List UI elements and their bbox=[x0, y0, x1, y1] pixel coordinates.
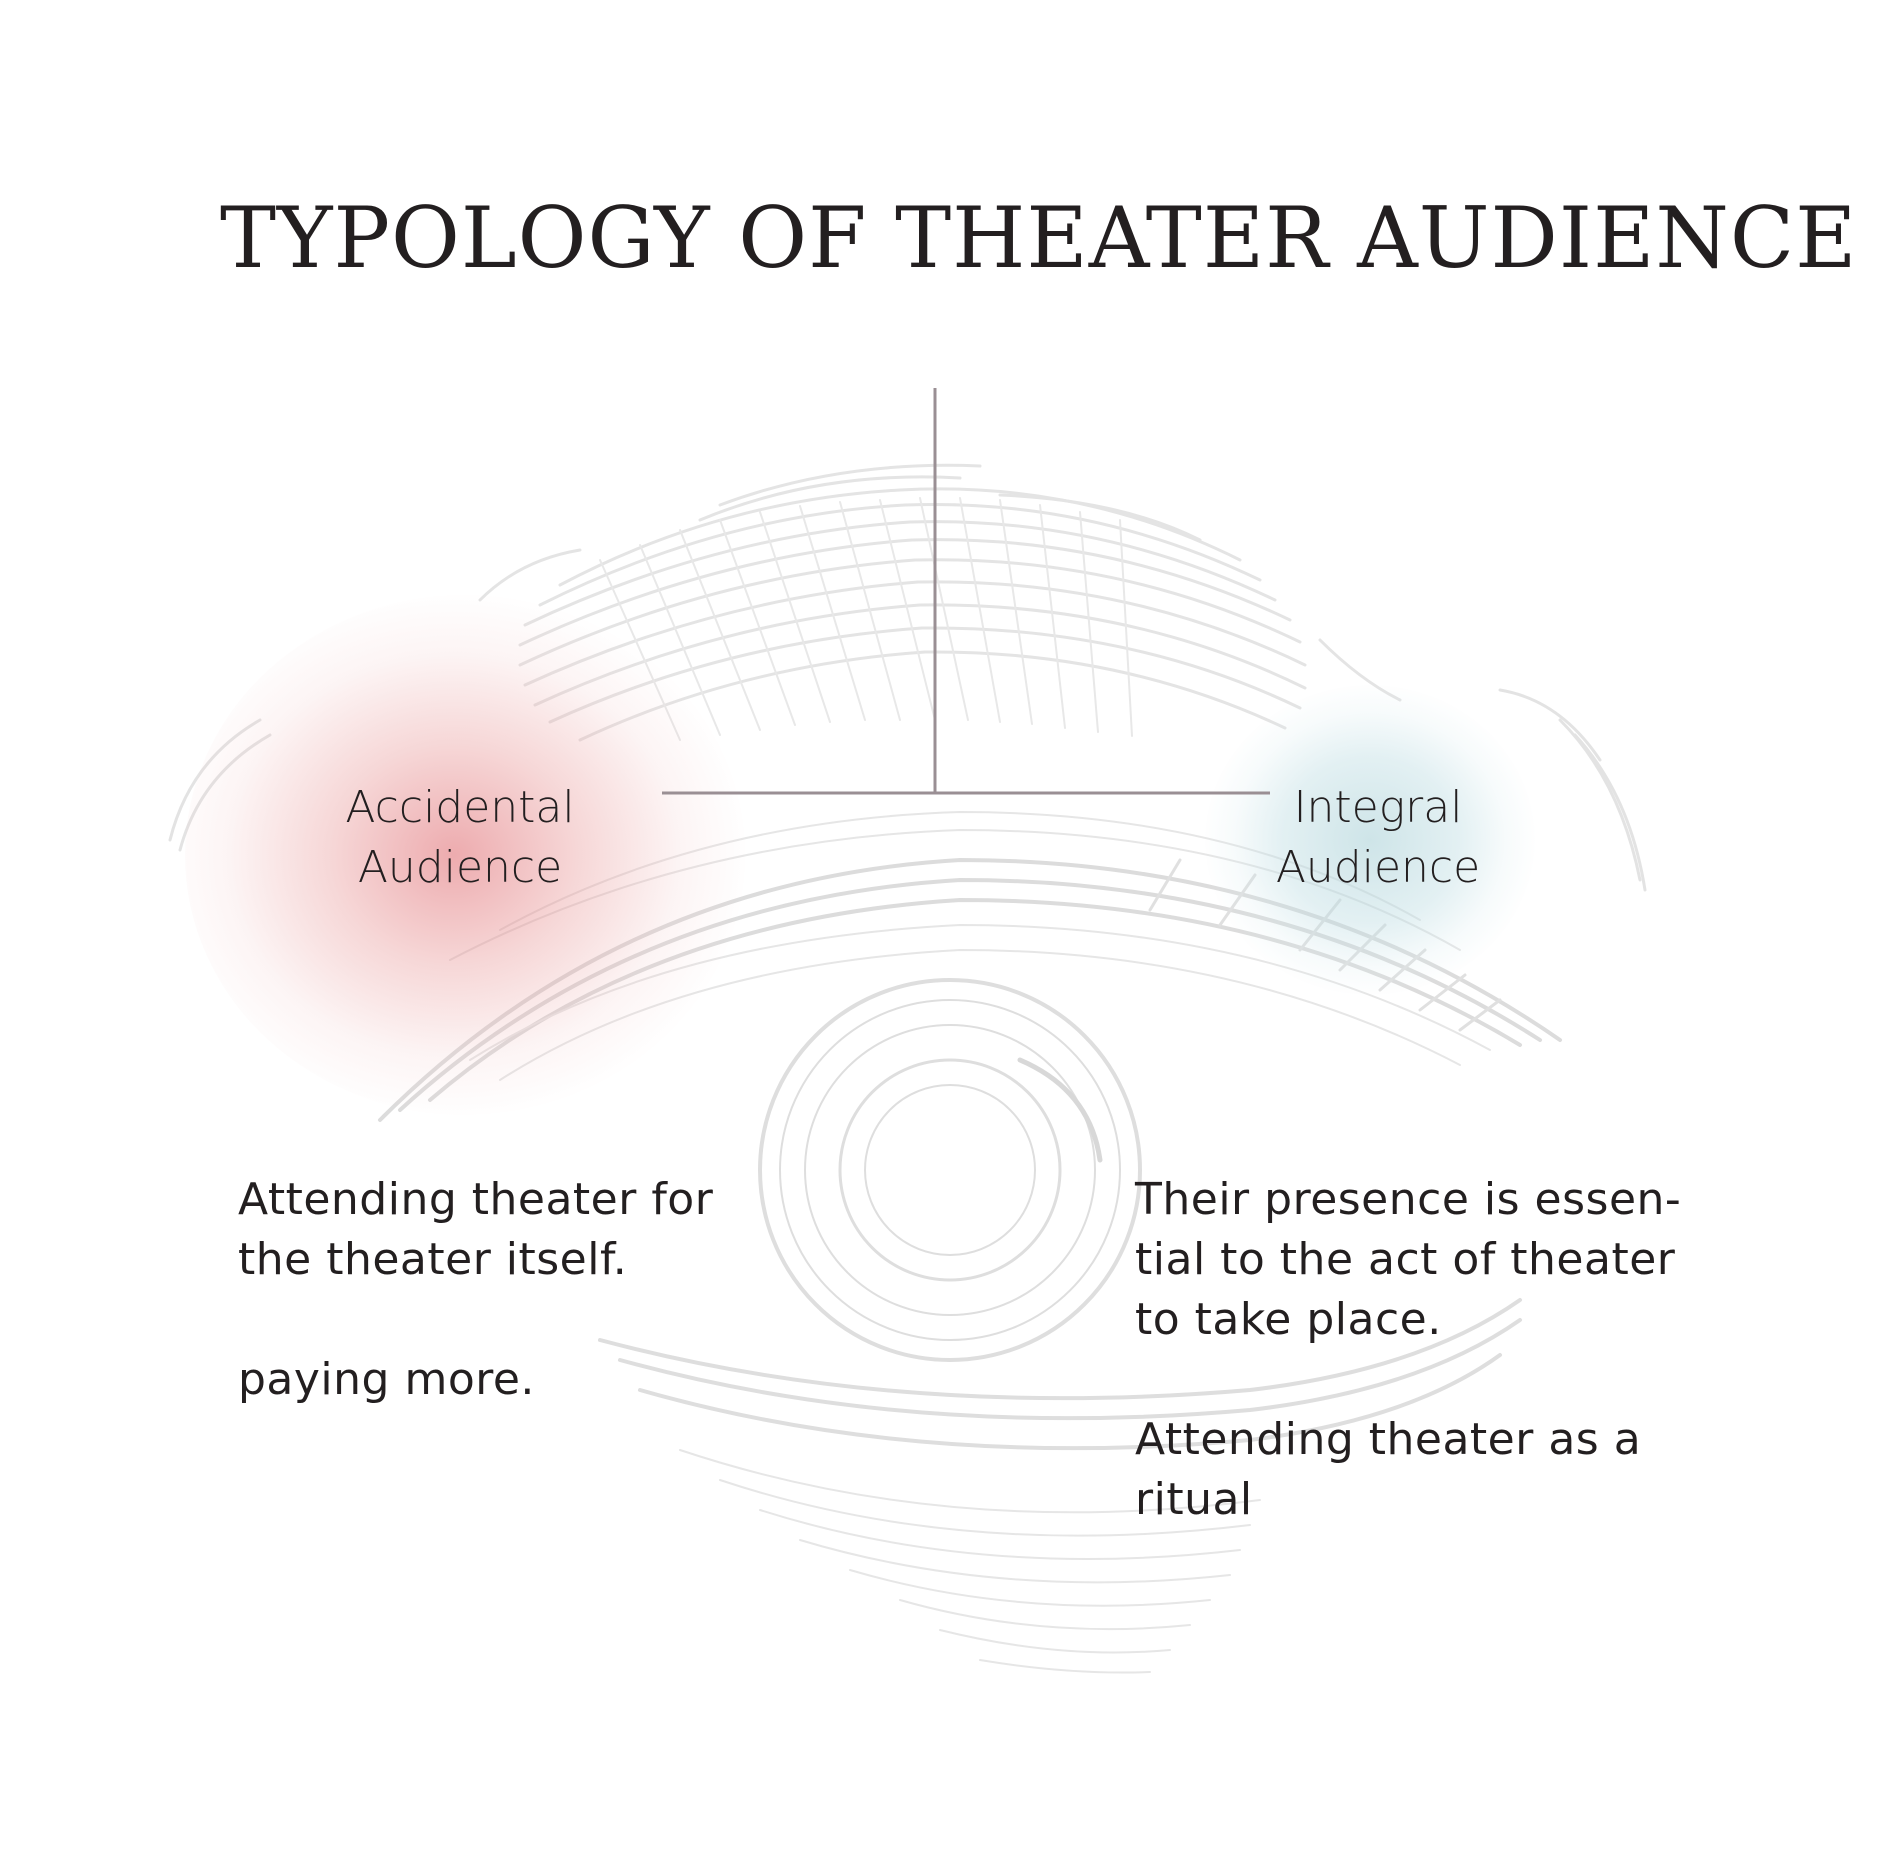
node-accidental-audience: Accidental Audience bbox=[300, 778, 620, 898]
integral-description-paragraph-1: Their presence is essen- tial to the act… bbox=[1135, 1170, 1755, 1350]
desc-right-line: Attending theater as a bbox=[1135, 1414, 1642, 1465]
desc-right-line: tial to the act of theater bbox=[1135, 1234, 1676, 1285]
accidental-description: Attending theater for the theater itself… bbox=[238, 1170, 798, 1410]
desc-left-line: the theater itself. bbox=[238, 1234, 628, 1285]
desc-left-line: paying more. bbox=[238, 1354, 535, 1405]
integral-glow bbox=[1205, 685, 1535, 995]
node-accidental-line1: Accidental bbox=[345, 782, 575, 833]
accidental-description-paragraph-2: paying more. bbox=[238, 1350, 798, 1410]
desc-right-line: ritual bbox=[1135, 1474, 1253, 1525]
page-title: TYPOLOGY OF THEATER AUDIENCE bbox=[220, 189, 1858, 287]
node-accidental-line2: Audience bbox=[357, 842, 563, 893]
integral-description: Their presence is essen- tial to the act… bbox=[1135, 1170, 1755, 1530]
integral-description-paragraph-2: Attending theater as a ritual bbox=[1135, 1410, 1755, 1530]
accidental-description-paragraph-1: Attending theater for the theater itself… bbox=[238, 1170, 798, 1290]
desc-right-line: Their presence is essen- bbox=[1135, 1174, 1682, 1225]
accidental-glow bbox=[185, 595, 745, 1115]
node-integral-line2: Audience bbox=[1275, 842, 1481, 893]
desc-right-line: to take place. bbox=[1135, 1294, 1442, 1345]
node-integral-audience: Integral Audience bbox=[1218, 778, 1538, 898]
desc-left-line: Attending theater for bbox=[238, 1174, 714, 1225]
node-integral-line1: Integral bbox=[1293, 782, 1463, 833]
